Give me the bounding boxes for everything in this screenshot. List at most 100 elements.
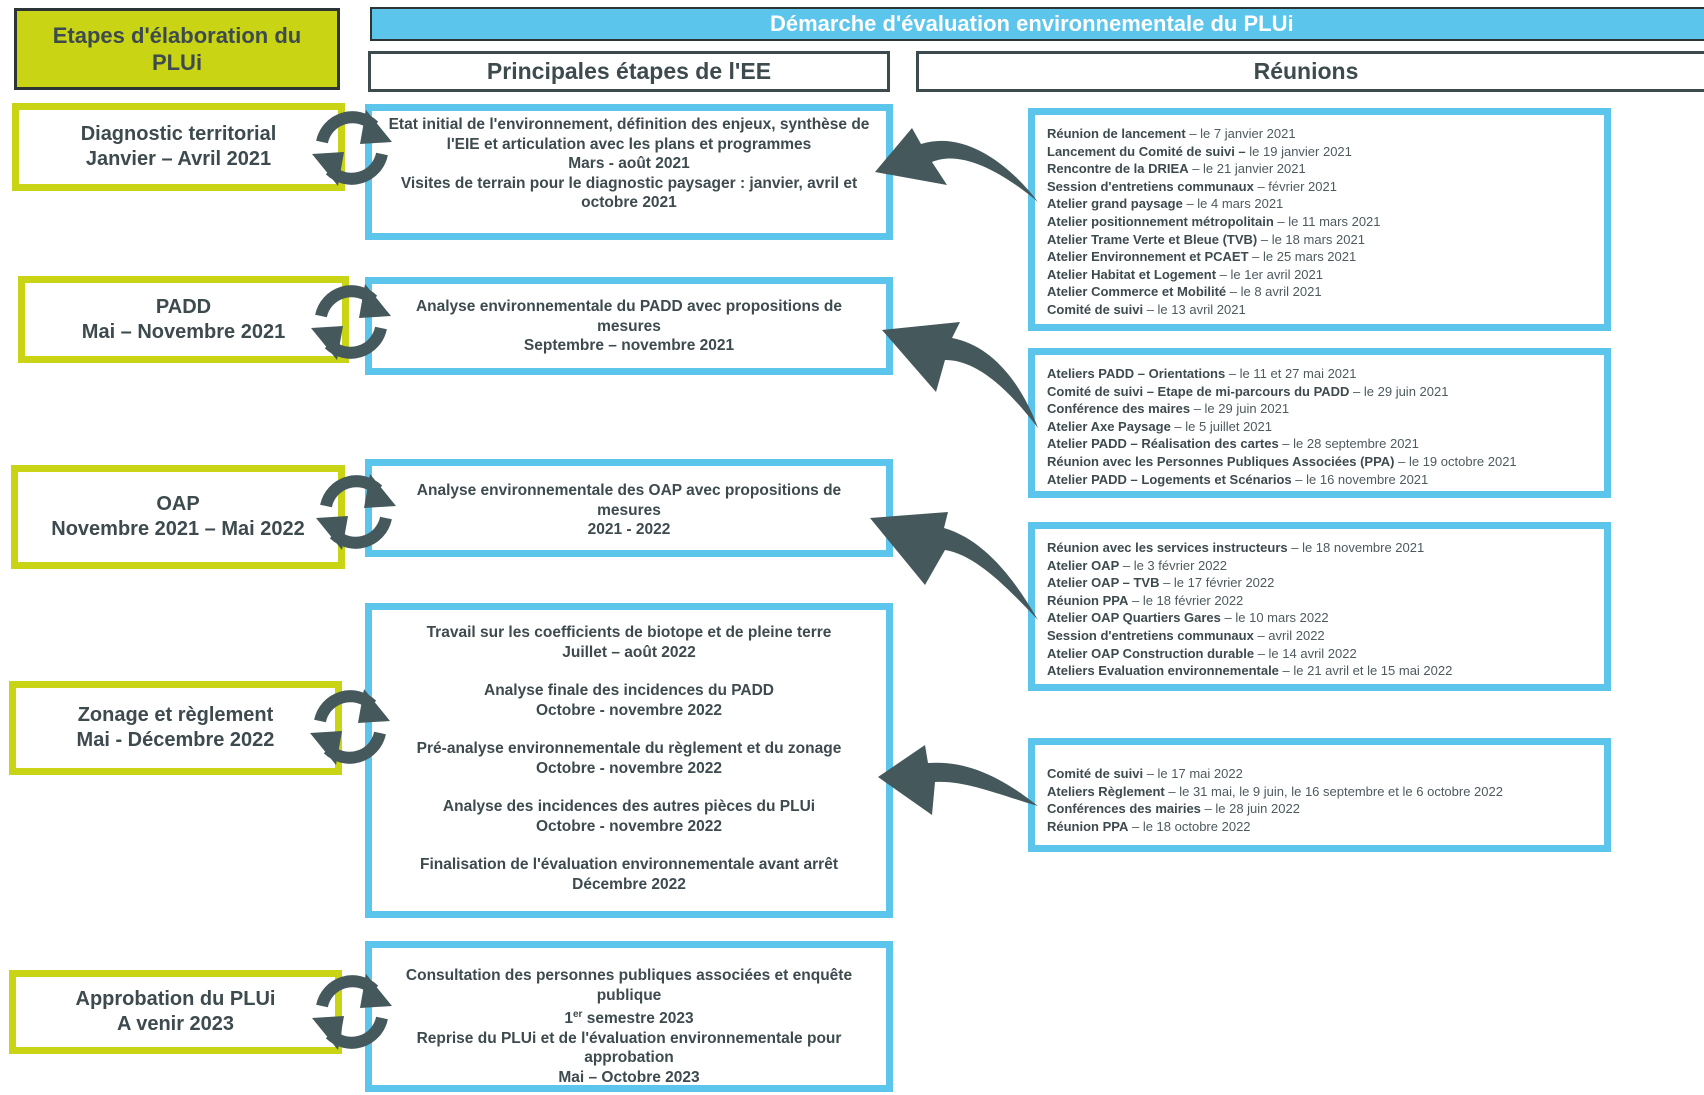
meeting-title: Comité de suivi – Etape de mi-parcours d…	[1047, 383, 1350, 399]
meeting-date: – le 10 mars 2022	[1220, 610, 1329, 626]
stage-name: Diagnostic territorial	[80, 123, 277, 145]
meeting-title: Atelier PADD – Logements et Scénarios	[1047, 471, 1292, 487]
stage-approbation: Approbation du PLUi A venir 2023	[9, 970, 342, 1054]
meeting-date: le 19 janvier 2021	[1245, 143, 1352, 159]
stage-name: Approbation du PLUi	[75, 988, 276, 1010]
meetings-header: Réunions	[916, 51, 1704, 92]
meeting-title: Réunion PPA	[1047, 592, 1129, 608]
arrow-icon	[882, 322, 1038, 428]
meeting-date: – le 11 mars 2021	[1273, 213, 1381, 229]
ee-step-text: Consultation des personnes publiques ass…	[405, 967, 853, 1004]
meeting-title: Rencontre de la DRIEA	[1047, 161, 1189, 177]
meeting-title: Réunion avec les services instructeurs	[1047, 540, 1288, 555]
ee-step-padd: Analyse environnementale du PADD avec pr…	[365, 277, 893, 375]
stage-period: Mai – Novembre 2021	[81, 320, 286, 343]
meeting-title: Atelier OAP Quartiers Gares	[1047, 610, 1221, 626]
meeting-item: Réunion PPA – le 18 octobre 2022	[1047, 818, 1592, 836]
meeting-date: – le 28 juin 2022	[1200, 801, 1300, 817]
ee-step-approbation: Consultation des personnes publiques ass…	[365, 941, 893, 1092]
meeting-item: Lancement du Comité de suivi – le 19 jan…	[1047, 143, 1592, 161]
meeting-title: Session d'entretiens communaux	[1047, 627, 1254, 643]
meeting-item: Atelier OAP Construction durable – le 14…	[1047, 645, 1592, 663]
meeting-item: Atelier grand paysage – le 4 mars 2021	[1047, 195, 1592, 213]
meeting-title: Atelier PADD – Réalisation des cartes	[1047, 436, 1279, 452]
meeting-date: – le 4 mars 2021	[1182, 196, 1284, 212]
ee-step-date: 1er semestre 2023	[564, 1009, 694, 1028]
meeting-title: Réunion PPA	[1047, 818, 1129, 834]
ee-step-date: Octobre - novembre 2022	[535, 817, 723, 835]
meeting-title: Atelier Trame Verte et Bleue (TVB)	[1047, 231, 1258, 247]
meeting-item: Comité de suivi – le 13 avril 2021	[1047, 301, 1592, 319]
meeting-item: Conférences des mairies – le 28 juin 202…	[1047, 800, 1592, 818]
ee-step-date: Octobre - novembre 2022	[535, 759, 723, 777]
stage-name: Zonage et règlement	[77, 704, 274, 726]
meeting-title: Atelier Habitat et Logement	[1047, 266, 1217, 282]
meeting-date: – le 31 mai, le 9 juin, le 16 septembre …	[1164, 783, 1503, 799]
ee-step-date: Octobre - novembre 2022	[535, 701, 723, 719]
ee-steps-header-label: Principales étapes de l'EE	[486, 58, 772, 84]
meetings-header-label: Réunions	[1253, 58, 1359, 84]
meeting-title: Atelier OAP Construction durable	[1047, 645, 1255, 661]
ee-step-text: Visites de terrain pour le diagnostic pa…	[400, 174, 858, 212]
meeting-date: – le 29 juin 2021	[1349, 383, 1449, 399]
ee-step-date: Septembre – novembre 2021	[523, 337, 735, 354]
meeting-title: Conférence des maires	[1047, 401, 1191, 417]
meeting-item: Session d'entretiens communaux – février…	[1047, 178, 1592, 196]
arrow-icon	[875, 128, 1038, 202]
meeting-title: Réunion avec les Personnes Publiques Ass…	[1047, 453, 1395, 469]
meeting-title: Comité de suivi	[1047, 766, 1144, 781]
meeting-title: Atelier Commerce et Mobilité	[1047, 284, 1227, 300]
stage-name: OAP	[156, 493, 200, 515]
meeting-title: Ateliers PADD – Orientations	[1047, 366, 1226, 381]
stage-period: A venir 2023	[116, 1013, 235, 1035]
meeting-title: Atelier OAP – TVB	[1047, 575, 1160, 591]
meeting-item: Atelier PADD – Réalisation des cartes – …	[1047, 435, 1592, 453]
ee-step-text: Pré-analyse environnementale du règlemen…	[416, 740, 842, 757]
stage-padd: PADD Mai – Novembre 2021	[18, 276, 349, 363]
arrow-icon	[878, 745, 1038, 815]
ee-step-text: Reprise du PLUi et de l'évaluation envir…	[416, 1029, 842, 1067]
meeting-item: Atelier Trame Verte et Bleue (TVB) – le …	[1047, 231, 1592, 249]
ee-approach-header: Démarche d'évaluation environnementale d…	[370, 7, 1704, 41]
meeting-item: Ateliers Evaluation environnementale – l…	[1047, 662, 1592, 680]
meeting-date: – février 2021	[1253, 178, 1337, 194]
meeting-date: – le 21 avril et le 15 mai 2022	[1278, 663, 1453, 679]
meeting-title: Atelier grand paysage	[1047, 196, 1183, 212]
meeting-date: – le 7 janvier 2021	[1185, 126, 1296, 141]
ee-step-text: Analyse des incidences des autres pièces…	[442, 798, 816, 815]
ee-step-date: Mai – Octobre 2023	[558, 1068, 700, 1086]
ee-step-text: Travail sur les coefficients de biotope …	[426, 624, 832, 641]
stage-name: PADD	[155, 295, 212, 318]
meeting-item: Atelier Commerce et Mobilité – le 8 avri…	[1047, 283, 1592, 301]
stage-diagnostic: Diagnostic territorial Janvier – Avril 2…	[12, 103, 345, 191]
stages-header: Etapes d'élaboration du PLUi	[14, 8, 340, 90]
meeting-date: – le 13 avril 2021	[1143, 301, 1246, 317]
meeting-item: Session d'entretiens communaux – avril 2…	[1047, 627, 1592, 645]
meeting-item: Comité de suivi – le 17 mai 2022	[1047, 765, 1592, 783]
stage-period: Janvier – Avril 2021	[85, 148, 272, 170]
meeting-title: Atelier OAP	[1047, 557, 1120, 573]
meeting-title: Session d'entretiens communaux	[1047, 178, 1254, 194]
arrow-icon	[870, 512, 1038, 620]
ee-steps-header: Principales étapes de l'EE	[368, 51, 890, 92]
ee-step-text: Analyse environnementale des OAP avec pr…	[416, 482, 842, 519]
meetings-list-padd: Ateliers PADD – Orientations – le 11 et …	[1028, 348, 1611, 498]
meeting-title: Comité de suivi	[1047, 301, 1144, 317]
meeting-date: – le 8 avril 2021	[1226, 284, 1322, 300]
meeting-title: Atelier Environnement et PCAET	[1047, 249, 1249, 265]
meeting-date: – le 16 novembre 2021	[1291, 471, 1429, 487]
meeting-date: – le 1er avril 2021	[1216, 266, 1323, 282]
meeting-item: Atelier Habitat et Logement – le 1er avr…	[1047, 266, 1592, 284]
ee-step-text: Analyse finale des incidences du PADD	[484, 682, 774, 699]
meeting-item: Atelier Environnement et PCAET – le 25 m…	[1047, 248, 1592, 266]
meeting-item: Réunion avec les Personnes Publiques Ass…	[1047, 453, 1592, 471]
meetings-list-oap: Réunion avec les services instructeurs –…	[1028, 522, 1611, 691]
ee-approach-header-label: Démarche d'évaluation environnementale d…	[770, 11, 1294, 36]
meeting-item: Atelier OAP Quartiers Gares – le 10 mars…	[1047, 609, 1592, 627]
ee-step-text: Etat initial de l'environnement, définit…	[388, 116, 870, 153]
meeting-date: – le 25 mars 2021	[1248, 249, 1357, 265]
meeting-title: Réunion de lancement	[1047, 126, 1186, 141]
stage-oap: OAP Novembre 2021 – Mai 2022	[11, 465, 345, 569]
meeting-title: Lancement du Comité de suivi –	[1047, 143, 1246, 159]
meetings-list-diagnostic: Réunion de lancement – le 7 janvier 2021…	[1028, 108, 1611, 331]
